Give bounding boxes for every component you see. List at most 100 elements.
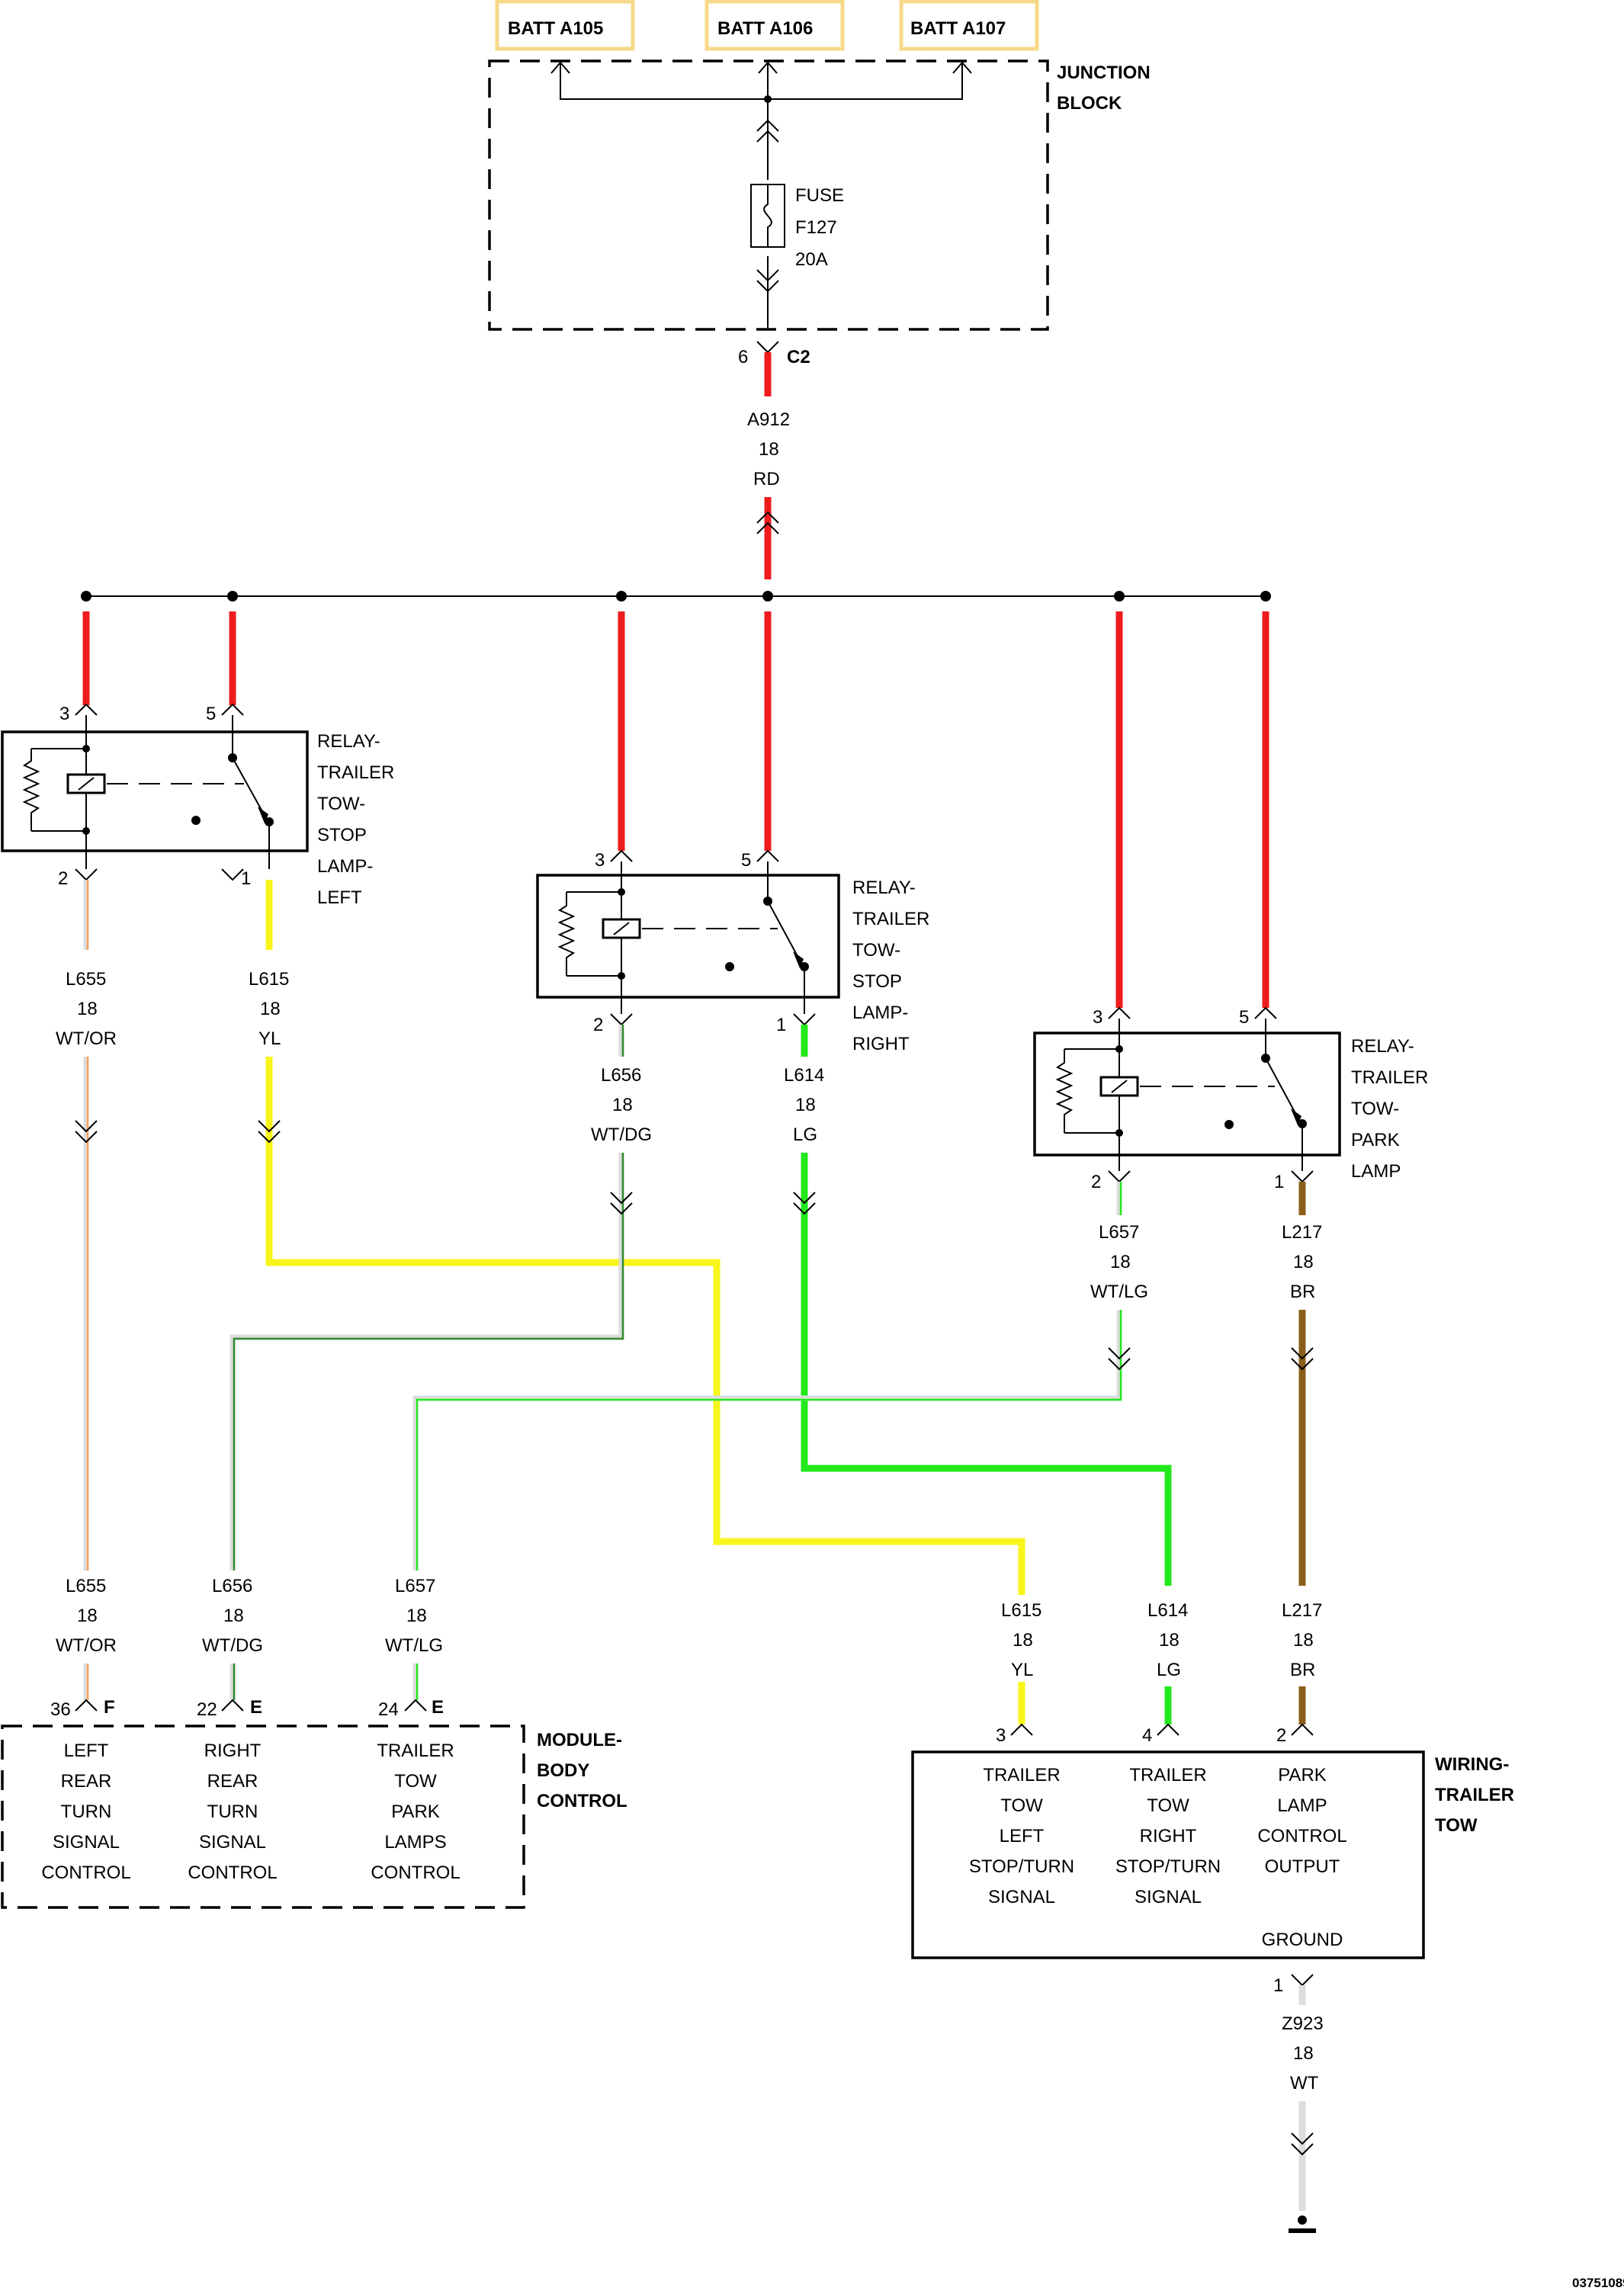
tow-ground-label: GROUND (1262, 1930, 1343, 1950)
relay-right-name-2: TRAILER (852, 909, 929, 929)
bcm-name-2: BODY (537, 1760, 589, 1781)
wire-l614 (793, 1025, 1172, 1586)
bcm-func-2-4: SIGNAL (199, 1832, 266, 1853)
relay-left-name-2: TRAILER (317, 762, 394, 783)
relay-left-name-6: LEFT (317, 887, 362, 908)
bcm-func-1-1: LEFT (64, 1741, 109, 1761)
relay-park-name-5: LAMP (1351, 1161, 1401, 1182)
relay-right-pin-2: 2 (593, 1015, 603, 1035)
junction-block: JUNCTION BLOCK FUSE F127 20A (488, 59, 1151, 331)
l655-top-circuit: L655 (66, 969, 106, 990)
relay-right-name-5: LAMP- (852, 1003, 908, 1023)
l657-top-circuit: L657 (1099, 1222, 1139, 1243)
l217-top-gauge: 18 (1293, 1252, 1314, 1272)
l614-bottom-gauge: 18 (1159, 1630, 1179, 1651)
tow-pin-3: 3 (996, 1725, 1006, 1746)
ground-pin: 1 (1273, 1975, 1283, 1996)
bcm-func-3-4: LAMPS (384, 1832, 446, 1853)
bcm-conn-e1: E (250, 1697, 262, 1718)
l655-top-gauge: 18 (77, 999, 98, 1019)
fuse-label-1: FUSE (795, 185, 844, 206)
bcm-func-1-2: REAR (61, 1771, 112, 1792)
batt-a105-label: BATT A105 (508, 18, 603, 39)
l656-top-color: WT/DG (591, 1125, 652, 1145)
relay-left-pin-5: 5 (206, 704, 216, 724)
wire-l615 (258, 880, 1025, 1688)
tow-name-3: TOW (1435, 1815, 1478, 1836)
l615-bottom-color: YL (1011, 1660, 1033, 1680)
batt-a106-box (704, 0, 845, 51)
relay-park-name-3: TOW- (1351, 1099, 1399, 1119)
figure-id: 03751089 (1572, 2276, 1624, 2290)
z923-circuit: Z923 (1282, 2013, 1324, 2034)
bcm-pin-36: 36 (50, 1699, 71, 1720)
bcm-func-1-3: TURN (61, 1802, 112, 1822)
tow-func-3-4: OUTPUT (1265, 1856, 1340, 1877)
relay-right-name-3: TOW- (852, 940, 900, 961)
relay-left-pin-2: 2 (58, 868, 68, 889)
relay-left-name-5: LAMP- (317, 856, 373, 877)
relay-right-pin-1: 1 (776, 1015, 786, 1035)
bcm-name-3: CONTROL (537, 1791, 627, 1811)
relay-left-pin-3: 3 (59, 704, 69, 724)
l656-bottom-gauge: 18 (223, 1606, 244, 1626)
bcm-conn-f: F (104, 1697, 115, 1718)
bcm-func-2-2: REAR (207, 1771, 258, 1792)
relay-park-name-4: PARK (1351, 1130, 1400, 1150)
l614-top-circuit: L614 (784, 1065, 824, 1086)
tow-func-2-1: TRAILER (1129, 1765, 1206, 1785)
junction-block-label-1: JUNCTION (1057, 63, 1151, 83)
bcm-func-3-5: CONTROL (371, 1862, 460, 1883)
l657-bottom-color: WT/LG (385, 1635, 443, 1656)
l655-bottom-circuit: L655 (66, 1576, 106, 1596)
ground-wire-z923: 1 Z923 18 WT (1273, 1974, 1324, 2233)
tow-pin-2: 2 (1276, 1725, 1286, 1746)
l655-bottom-color: WT/OR (56, 1635, 117, 1656)
wire-l217 (1291, 1182, 1314, 1586)
relay-park-pin-3: 3 (1093, 1007, 1102, 1028)
tow-func-2-4: STOP/TURN (1115, 1856, 1221, 1877)
relay-park-lamp: 3 5 2 1 RELAY- TRAILER TOW- PARK LAMP (1033, 1006, 1428, 1192)
tow-func-1-1: TRAILER (983, 1765, 1060, 1785)
l217-bottom-color: BR (1290, 1660, 1315, 1680)
bcm-pin-24: 24 (378, 1699, 399, 1720)
batt-a107-label: BATT A107 (910, 18, 1006, 39)
l614-bottom-circuit: L614 (1147, 1600, 1188, 1621)
tow-name-1: WIRING- (1435, 1754, 1509, 1775)
l656-top-circuit: L656 (601, 1065, 641, 1086)
l217-top-color: BR (1290, 1282, 1315, 1302)
bcm-func-2-5: CONTROL (188, 1862, 277, 1883)
l657-bottom-gauge: 18 (406, 1606, 427, 1626)
bcm-name-1: MODULE- (537, 1730, 622, 1750)
relay-stop-lamp-right: 3 5 2 1 RELAY- TRAILER TOW- STOP LAMP- R… (536, 849, 929, 1054)
l656-bottom-color: WT/DG (202, 1635, 263, 1656)
bcm-func-3-3: PARK (391, 1802, 440, 1822)
l615-bottom-gauge: 18 (1013, 1630, 1033, 1651)
relay-left-name-4: STOP (317, 825, 367, 845)
l615-bottom-circuit: L615 (1001, 1600, 1041, 1621)
bcm-func-3-2: TOW (394, 1771, 437, 1792)
batt-a107-box (899, 0, 1039, 51)
a912-color: RD (753, 469, 780, 489)
l217-top-circuit: L217 (1282, 1222, 1322, 1243)
tow-func-3-3: CONTROL (1257, 1826, 1346, 1846)
junction-block-outline (488, 59, 1049, 331)
bcm-func-2-3: TURN (207, 1802, 258, 1822)
bcm-pin-22: 22 (197, 1699, 217, 1720)
c2-connector: C2 (787, 347, 810, 367)
tow-name-2: TRAILER (1435, 1785, 1514, 1805)
l217-bottom-circuit: L217 (1282, 1600, 1322, 1621)
tow-func-3-2: LAMP (1277, 1795, 1327, 1816)
l656-bottom-circuit: L656 (212, 1576, 252, 1596)
bottom-wire-labels: L655 18 WT/OR L656 18 WT/DG L657 18 WT/L… (56, 1576, 1322, 1680)
junction-block-label-2: BLOCK (1057, 93, 1122, 114)
a912-gauge: 18 (759, 439, 779, 460)
relay-left-pin-1: 1 (241, 868, 251, 889)
fuse-label-2: F127 (795, 217, 837, 238)
batt-a106-label: BATT A106 (717, 18, 813, 39)
tow-func-2-3: RIGHT (1140, 1826, 1197, 1846)
relay-park-name-2: TRAILER (1351, 1067, 1428, 1088)
fuse-label-3: 20A (795, 249, 828, 270)
bcm-func-1-5: CONTROL (41, 1862, 130, 1883)
